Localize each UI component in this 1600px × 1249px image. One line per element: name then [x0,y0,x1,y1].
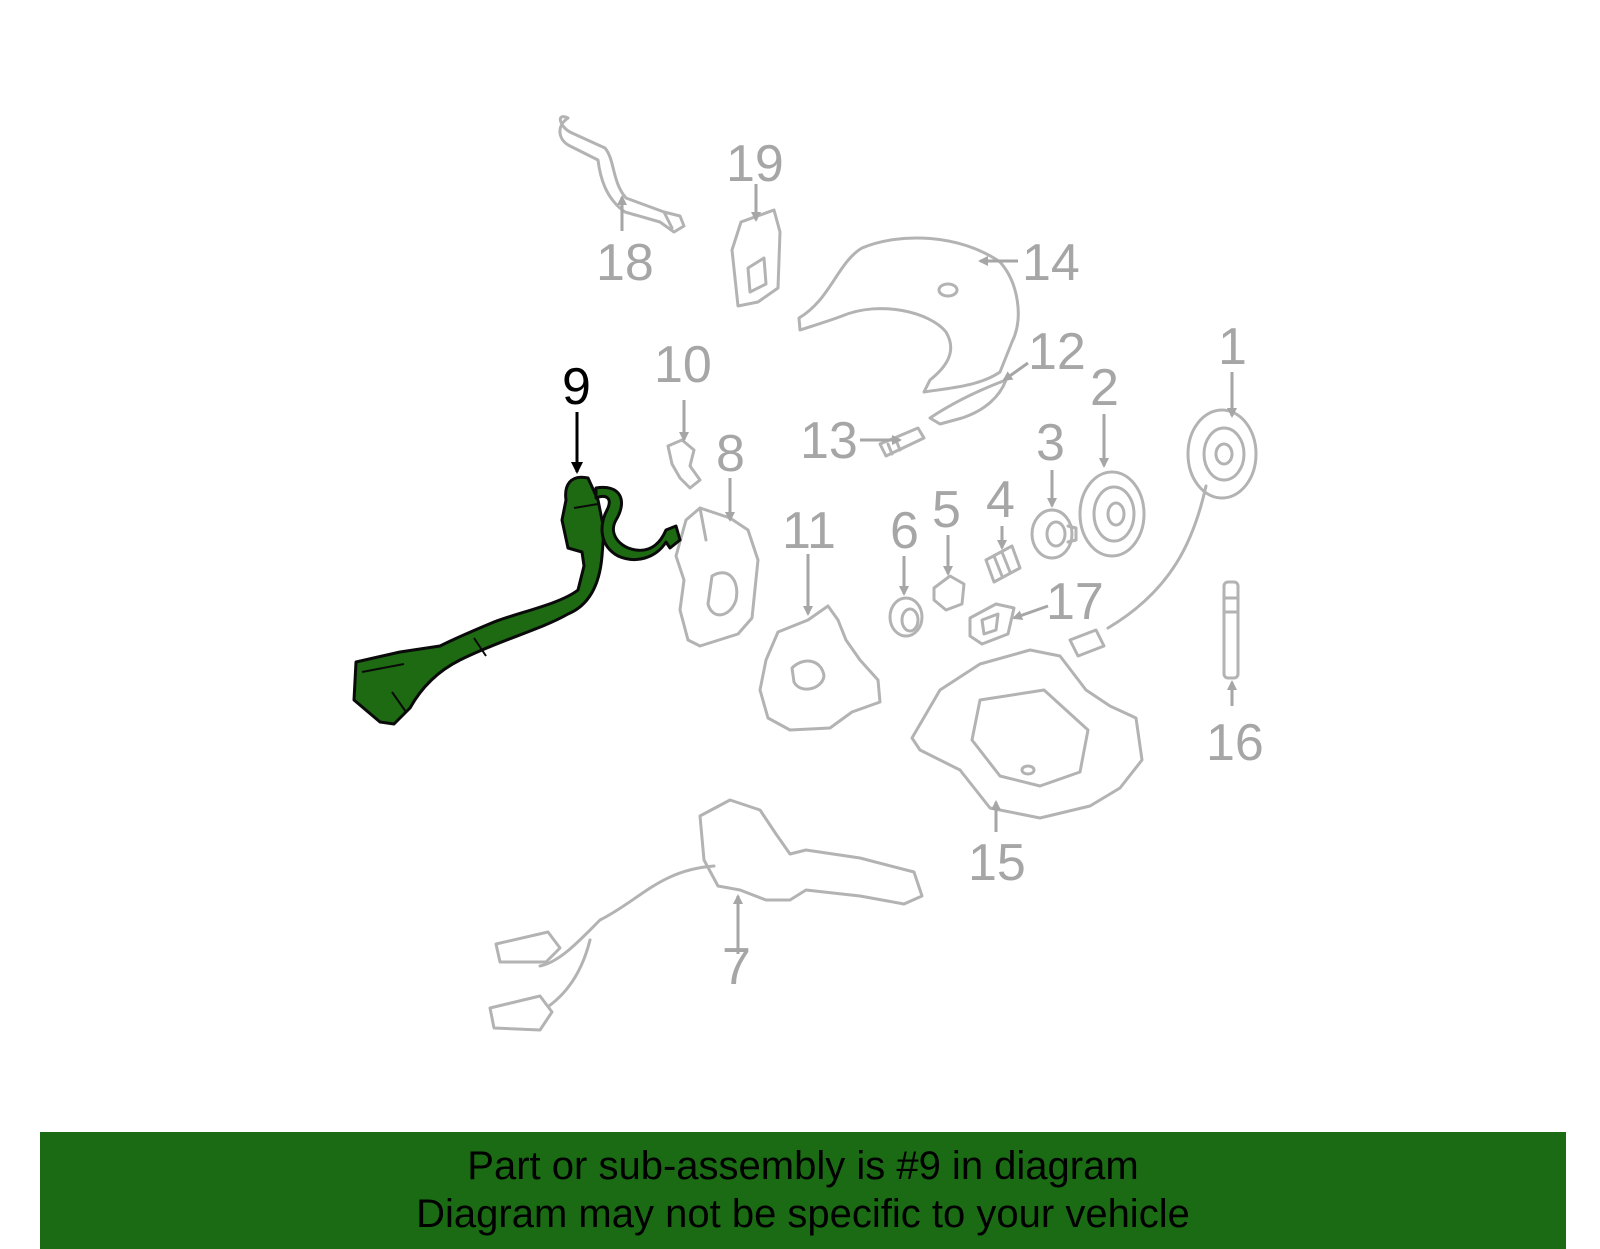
callout-13-label[interactable]: 13 [800,412,858,470]
part-2-disc[interactable] [1078,470,1146,558]
callout-12-label[interactable]: 12 [1028,323,1086,381]
callout-11-label[interactable]: 11 [782,502,836,560]
callout-10-label[interactable]: 10 [654,336,712,394]
part-13-pin[interactable] [878,426,926,458]
banner-line-1: Part or sub-assembly is #9 in diagram [467,1144,1139,1188]
callout-3-label[interactable]: 3 [1036,414,1065,472]
banner-line-2: Diagram may not be specific to your vehi… [416,1192,1190,1236]
part-11-lock-housing[interactable] [758,604,882,732]
callout-17-label[interactable]: 17 [1046,573,1104,631]
callout-15-label[interactable]: 15 [968,834,1026,892]
callout-4-label[interactable]: 4 [986,471,1015,529]
callout-16-label[interactable]: 16 [1206,714,1264,772]
part-4-spring[interactable] [984,544,1022,584]
callout-19-label[interactable]: 19 [726,135,784,193]
callout-18-label[interactable]: 18 [596,234,654,292]
part-7-multifunction-switch[interactable] [488,798,924,1032]
callout-9-label[interactable]: 9 [562,358,591,416]
callout-7-label[interactable]: 7 [722,938,751,996]
part-17-plate[interactable] [968,602,1016,646]
part-3-gear[interactable] [1030,508,1078,560]
callout-14-label[interactable]: 14 [1022,234,1080,292]
callout-5-label[interactable]: 5 [932,481,961,539]
part-19-bracket[interactable] [730,208,782,308]
part-10-switch[interactable] [666,438,702,490]
part-18-lever[interactable] [558,115,686,234]
callout-6-label[interactable]: 6 [890,502,919,560]
part-6-bushing[interactable] [888,596,924,638]
part-15-lower-shroud[interactable] [910,648,1144,820]
callout-12-leader [1002,361,1029,382]
part-14-upper-shroud[interactable] [797,236,1020,394]
part-8-housing[interactable] [674,506,760,648]
part-5-clip[interactable] [932,574,966,612]
part-1-coil[interactable] [1068,408,1258,658]
callout-2-label[interactable]: 2 [1090,359,1119,417]
part-9-highlighted[interactable] [352,475,682,726]
part-16-bolt[interactable] [1222,580,1240,680]
callout-17-leader [1012,604,1049,621]
callout-1-label[interactable]: 1 [1218,318,1247,376]
callout-8-label[interactable]: 8 [716,425,745,483]
info-banner: Part or sub-assembly is #9 in diagram Di… [40,1132,1566,1249]
